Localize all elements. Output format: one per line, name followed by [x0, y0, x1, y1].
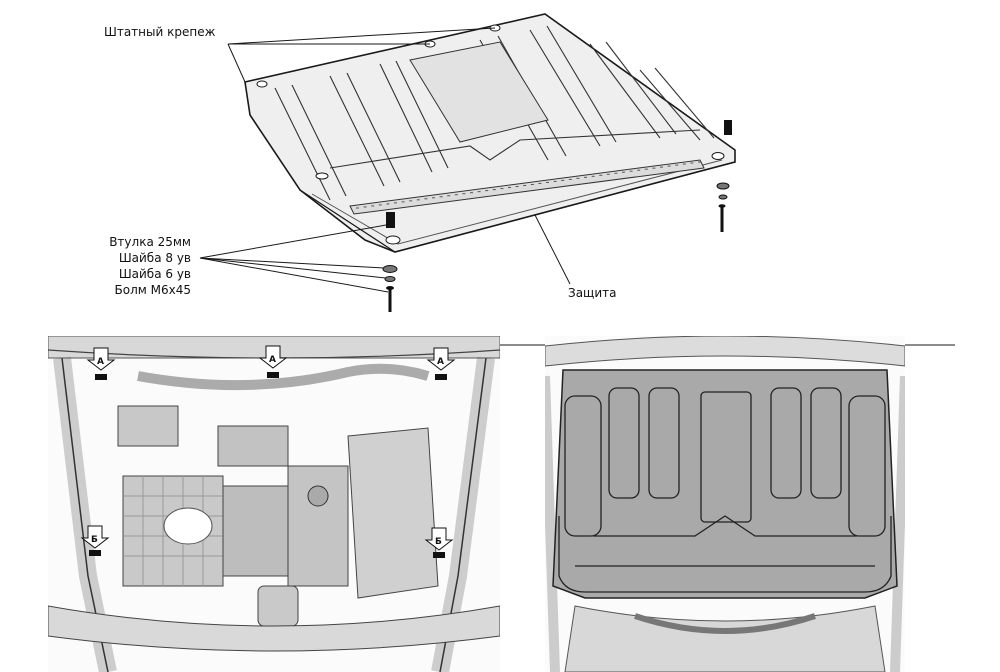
bushing-right: [724, 120, 732, 135]
washer8-left: [382, 265, 398, 273]
marker-b-right: Б: [435, 537, 442, 547]
transmission: [347, 427, 439, 599]
label-bushing: Втулка 25мм: [109, 235, 191, 249]
installed-plate: [552, 369, 898, 599]
label-protection: Защита: [568, 286, 617, 300]
leader-lines: [199, 27, 571, 293]
label-bolt: Болм М6х45: [114, 283, 191, 297]
washer6-right: [718, 194, 728, 200]
undercarriage-before-view: А А А Б Б: [48, 336, 500, 672]
marker-a-group: [86, 345, 456, 371]
hardware-right: [716, 120, 732, 232]
washer8-right: [716, 182, 730, 190]
undercarriage-installed-view: [545, 336, 905, 672]
label-washer6: Шайба 6 ув: [118, 267, 191, 281]
marker-a-right: А: [437, 357, 444, 367]
center-panel: [409, 41, 549, 143]
washer6-left: [384, 276, 396, 282]
hardware-left: [382, 212, 398, 312]
bushing-left: [386, 212, 395, 228]
marker-a-center: А: [269, 355, 276, 365]
exploded-view-drawing: [199, 13, 736, 312]
label-washer8: Шайба 8 ув: [118, 251, 191, 265]
marker-b-left: Б: [91, 535, 98, 545]
marker-a-left: А: [97, 357, 104, 367]
label-standard-fasteners: Штатный крепеж: [104, 25, 216, 39]
